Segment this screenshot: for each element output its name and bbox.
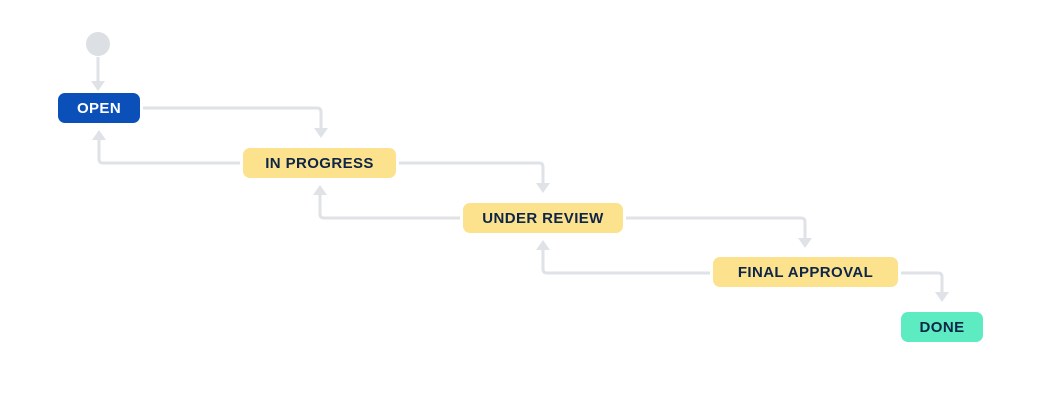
status-node-open[interactable]: OPEN <box>58 93 140 123</box>
transition-final-approval-to-done-arrow <box>901 271 949 302</box>
transition-under-review-to-final-approval-arrow <box>626 216 812 248</box>
transition-final-approval-to-under-review-arrow <box>536 240 710 275</box>
transition-start-to-open-arrow <box>91 57 105 91</box>
start-node-circle <box>86 32 110 56</box>
transition-under-review-to-in-progress-arrow <box>313 185 460 220</box>
status-label-done: DONE <box>919 318 965 336</box>
status-label-under-review: UNDER REVIEW <box>482 209 604 227</box>
status-label-final-approval: FINAL APPROVAL <box>737 263 874 281</box>
status-node-in-progress[interactable]: IN PROGRESS <box>243 148 396 178</box>
status-node-under-review[interactable]: UNDER REVIEW <box>463 203 623 233</box>
status-label-open: OPEN <box>76 99 122 117</box>
status-node-final-approval[interactable]: FINAL APPROVAL <box>713 257 898 287</box>
transition-in-progress-to-open-arrow <box>92 130 240 165</box>
transition-in-progress-to-under-review-arrow <box>399 161 550 193</box>
transition-open-to-in-progress-arrow <box>143 106 328 138</box>
status-node-done[interactable]: DONE <box>901 312 983 342</box>
status-label-in-progress: IN PROGRESS <box>265 154 374 172</box>
